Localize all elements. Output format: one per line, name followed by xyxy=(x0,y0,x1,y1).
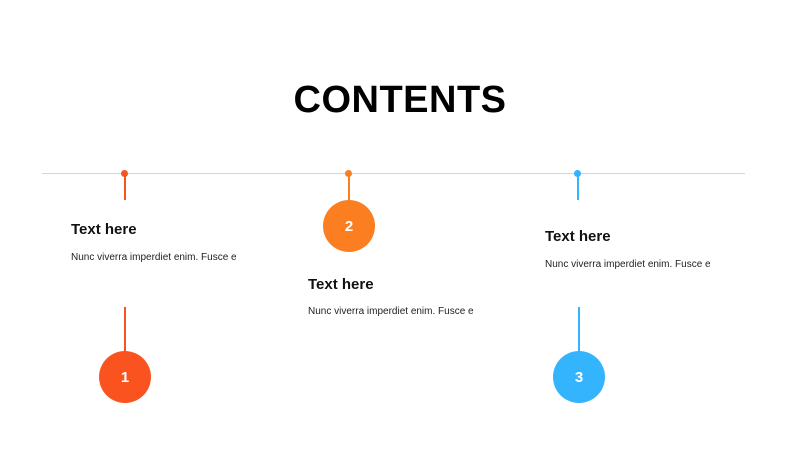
timeline-stem-2 xyxy=(348,176,350,200)
timeline-stem-3-top xyxy=(577,176,579,200)
item-2-heading: Text here xyxy=(308,276,374,293)
timeline-stem-3-bottom xyxy=(578,307,580,352)
timeline-stem-1-top xyxy=(124,176,126,200)
item-2-number-badge: 2 xyxy=(323,200,375,252)
timeline-dot-3 xyxy=(574,170,581,177)
item-1-heading: Text here xyxy=(71,221,137,238)
timeline-line xyxy=(42,173,745,174)
item-1-number-badge: 1 xyxy=(99,351,151,403)
timeline-stem-1-bottom xyxy=(124,307,126,352)
timeline-dot-1 xyxy=(121,170,128,177)
item-2-body: Nunc viverra imperdiet enim. Fusce e xyxy=(308,306,474,317)
item-3-number-badge: 3 xyxy=(553,351,605,403)
timeline-dot-2 xyxy=(345,170,352,177)
page-title: CONTENTS xyxy=(293,79,507,121)
item-3-body: Nunc viverra imperdiet enim. Fusce e xyxy=(545,259,711,270)
item-1-body: Nunc viverra imperdiet enim. Fusce e xyxy=(71,252,237,263)
item-3-heading: Text here xyxy=(545,228,611,245)
